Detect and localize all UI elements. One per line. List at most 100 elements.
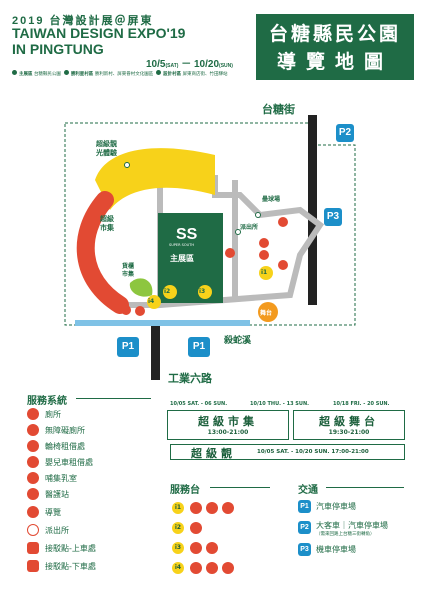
- transport-label-p3: 機車停車場: [316, 545, 356, 554]
- services-divider: [76, 398, 151, 399]
- super-market-area: [76, 191, 129, 314]
- date-end-day: (SUN): [219, 63, 233, 69]
- expo-title-en-2: IN PINGTUNG: [12, 41, 104, 57]
- guide-icon: [27, 506, 39, 518]
- stroller-icon: [206, 502, 218, 514]
- info-point-i4-icon: i4: [172, 562, 184, 574]
- road-industrial-6th: [151, 325, 160, 380]
- medical-icon: [27, 488, 39, 500]
- guide-icon: [222, 562, 234, 574]
- label-river: 殺蛇溪: [224, 336, 252, 346]
- label-baseball: 壘球場: [262, 196, 281, 203]
- parking-p2-badge-legend: P2: [298, 521, 311, 534]
- shuttle-pickup-icon: [278, 217, 288, 227]
- market-schedule-box: 超級市集 13:00-21:00: [167, 410, 289, 440]
- light-time: 10/05 SAT. - 10/20 SUN. 17:00-21:00: [257, 449, 369, 455]
- label-tai-tang-street: 台糖街: [262, 103, 295, 116]
- label-stage: 舞台: [260, 310, 273, 317]
- park-map: [64, 115, 356, 380]
- service-label: 接駁點-上車處: [45, 544, 96, 553]
- guide-icon: [190, 542, 202, 554]
- stage-title: 超級舞台: [319, 415, 379, 428]
- info-point-i2: [163, 285, 177, 299]
- info-label-i3: i3: [199, 288, 206, 295]
- expo-title-zh: 2019 台灣設計展＠屏東: [12, 15, 154, 27]
- baseball-field-pin: [255, 212, 261, 218]
- wheelchair-icon: [225, 248, 235, 258]
- police-pin: [235, 229, 241, 235]
- transport-divider: [326, 487, 404, 488]
- toilet-icon: [121, 305, 131, 315]
- stage-marker: [258, 302, 278, 322]
- info-point-i3: [198, 285, 212, 299]
- shuttle-pickup-icon: [27, 542, 39, 554]
- stage-schedule-box: 超級舞台 19:30-21:00: [293, 410, 405, 440]
- toilet-icon: [111, 295, 121, 305]
- service-label: 接駁點-下車處: [45, 562, 96, 571]
- service-label: 無障礙廁所: [45, 426, 85, 435]
- market-title: 超級市集: [198, 415, 258, 428]
- medical-icon: [206, 542, 218, 554]
- service-desk-title: 服務台: [170, 485, 200, 496]
- info-label-i1: i1: [261, 269, 268, 276]
- cargo-market-area: [129, 278, 153, 297]
- parking-p1-badge-2: P1: [188, 337, 210, 357]
- shuttle-dropoff-icon: [278, 260, 288, 270]
- transport-title: 交通: [298, 485, 318, 496]
- info-point-i3-icon: i3: [172, 542, 184, 554]
- guide-icon: [190, 522, 202, 534]
- date-start: 10/5: [146, 59, 166, 70]
- stroller-icon: [206, 562, 218, 574]
- medical-icon: [135, 306, 145, 316]
- stage-time: 19:30-21:00: [328, 429, 370, 436]
- transport-label-p2: 大客車｜汽車停車場: [316, 521, 388, 530]
- shuttle-dropoff-icon: [27, 560, 39, 572]
- market-time: 13:00-21:00: [207, 429, 249, 436]
- label-super-market: 超級 市集: [100, 215, 114, 232]
- date-start-day: (SAT): [165, 63, 179, 69]
- label-cargo-market: 貨櫃 市集: [122, 263, 135, 278]
- zone-label: 勝利星村區: [70, 72, 94, 77]
- light-schedule-box: 超級靚 10/05 SAT. - 10/20 SUN. 17:00-21:00: [170, 444, 405, 460]
- light-area-pin: [124, 162, 130, 168]
- parking-p1-badge-legend: P1: [298, 500, 311, 513]
- transport-note-p2: （需來回路上台糖三街轉角）: [316, 532, 375, 537]
- map-title-2: 導覽地圖: [276, 51, 393, 73]
- accessible-toilet-icon: [259, 250, 269, 260]
- map-title-1: 台糖縣民公園: [268, 23, 401, 45]
- date-range: 10/5(SAT) － 10/20(SUN): [146, 55, 233, 70]
- service-label: 派出所: [45, 526, 69, 535]
- service-label: 嬰兒車租借處: [45, 458, 93, 467]
- service-label: 廁所: [45, 410, 61, 419]
- stroller-icon: [27, 456, 39, 468]
- parking-p3-badge: P3: [324, 208, 342, 226]
- info-label-i4: i4: [148, 298, 155, 305]
- transport-label-p1: 汽車停車場: [316, 502, 356, 511]
- super-south-logo-icon: SS: [176, 226, 198, 243]
- walking-path: [157, 175, 325, 309]
- period-1: 10/05 SAT. - 06 SUN.: [170, 401, 228, 407]
- label-super-light: 超級靚 光體驗: [96, 140, 117, 157]
- service-label: 導覽: [45, 508, 61, 517]
- zone-desc: 勝利新村、屏東眷村文化園區: [94, 72, 154, 77]
- wheelchair-icon: [190, 562, 202, 574]
- guide-icon: [222, 502, 234, 514]
- services-title: 服務系統: [27, 396, 67, 407]
- info-point-i1-icon: i1: [172, 502, 184, 514]
- parking-p2-badge: P2: [336, 124, 354, 142]
- wheelchair-icon: [190, 502, 202, 514]
- river: [75, 320, 250, 326]
- period-3: 10/18 FRI. - 20 SUN.: [333, 401, 390, 407]
- wheelchair-icon: [27, 440, 39, 452]
- parking-p1-badge: P1: [117, 337, 139, 357]
- map-title-box: 台糖縣民公園 導覽地圖: [256, 14, 414, 80]
- date-end: 10/20: [194, 59, 220, 70]
- expo-title-en: TAIWAN DESIGN EXPO'19: [12, 25, 186, 41]
- service-desk-divider: [210, 487, 270, 488]
- toilet-icon: [259, 238, 269, 248]
- road-tai-tang-street: [308, 115, 317, 305]
- zone-label: 設計村區: [163, 72, 182, 77]
- info-label-i2: i2: [164, 288, 171, 295]
- period-2: 10/10 THU. - 13 SUN.: [250, 401, 310, 407]
- label-industrial-6th: 工業六路: [168, 372, 212, 385]
